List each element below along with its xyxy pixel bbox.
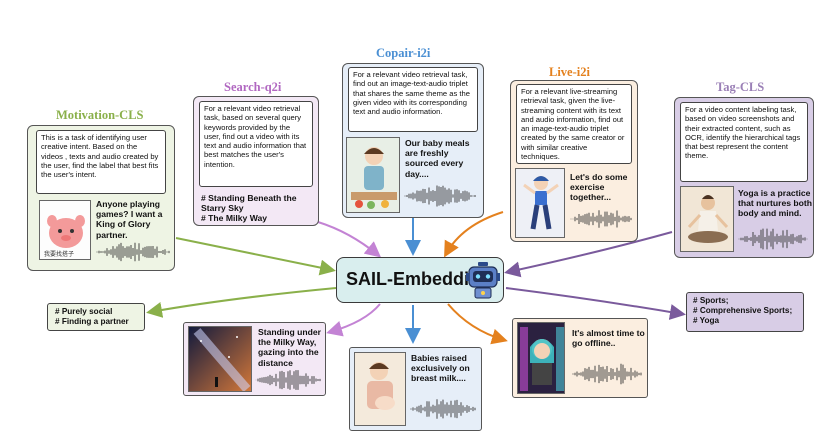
pink-mascot-image xyxy=(47,215,85,248)
arrow-tag-out xyxy=(505,287,686,320)
copair-prompt: For a relevant video retrieval task, fin… xyxy=(348,67,478,132)
tag-prompt: For a video content labeling task, based… xyxy=(680,102,808,182)
copair-title: Copair-i2i xyxy=(376,46,431,60)
tag-output-3: # Yoga xyxy=(693,316,720,325)
sail-embedding-hub: SAIL-Embedding xyxy=(336,257,504,303)
tag-output-box xyxy=(686,292,804,332)
hub-label: SAIL-Embedding xyxy=(346,269,491,289)
tag-output-2: # Comprehensive Sports; xyxy=(693,306,793,315)
live-caption: Let's do some exercise together... xyxy=(570,172,628,203)
copair-caption: Our baby meals are freshly sourced every… xyxy=(405,138,470,179)
motivation-caption: Anyone playing games? I want a King of G… xyxy=(96,199,163,240)
breastfeeding-image xyxy=(355,353,405,425)
robot-icon xyxy=(466,262,500,299)
arrow-motivation-in xyxy=(175,237,336,276)
arrow-live-out xyxy=(447,303,508,345)
exercise-girl-thumbnail xyxy=(515,168,565,238)
search-prompt: For a relevant video retrieval task, bas… xyxy=(199,101,313,187)
arrow-live-in xyxy=(444,211,504,258)
motivation-output-1: # Purely social xyxy=(55,307,113,316)
yoga-image xyxy=(681,187,733,251)
tag-caption: Yoga is a practice that nurtures both bo… xyxy=(738,188,812,219)
milky-way-image xyxy=(189,327,251,391)
live-output-caption: It's almost time to go offline.. xyxy=(572,328,645,349)
exercise-girl-image xyxy=(516,169,564,237)
livestream-girl-image xyxy=(518,323,564,393)
breastfeeding-thumbnail xyxy=(354,352,406,426)
yoga-thumbnail xyxy=(680,186,734,252)
motivation-prompt: This is a task of identifying user creat… xyxy=(36,130,166,194)
copair-output-caption: Babies raised exclusively on breast milk… xyxy=(411,353,470,384)
motivation-audio-waveform xyxy=(96,242,170,262)
milky-way-thumbnail xyxy=(188,326,252,392)
search-audio-waveform xyxy=(255,370,321,390)
pink-mascot-thumbnail: 我要找搭子 xyxy=(39,200,91,260)
arrow-search-in xyxy=(317,221,382,258)
search-title: Search-q2i xyxy=(224,80,282,94)
motivation-output-2: # Finding a partner xyxy=(55,317,129,326)
motivation-output-box xyxy=(47,303,145,331)
live-output-audio-waveform xyxy=(572,363,642,385)
cooking-mother-thumbnail xyxy=(346,137,400,213)
cooking-mother-image xyxy=(347,138,399,212)
motivation-title: Motivation-CLS xyxy=(56,108,144,122)
live-audio-waveform xyxy=(570,210,632,228)
copair-output-audio-waveform xyxy=(410,399,476,419)
search-output-caption: Standing under the Milky Way, gazing int… xyxy=(258,327,322,368)
thumbnail-watermark: 我要找搭子 xyxy=(44,251,75,258)
arrow-motivation-out xyxy=(146,287,337,318)
copair-audio-waveform xyxy=(404,185,476,207)
live-title: Live-i2i xyxy=(549,65,590,79)
tag-audio-waveform xyxy=(738,228,808,250)
arrow-tag-in xyxy=(504,231,673,278)
tag-output-1: # Sports; xyxy=(693,296,729,305)
search-query-keywords: # Standing Beneath the Starry Sky # The … xyxy=(201,193,297,224)
live-prompt: For a relevant live-streaming retrieval … xyxy=(516,84,632,164)
tag-title: Tag-CLS xyxy=(716,80,765,94)
livestream-girl-thumbnail xyxy=(517,322,565,394)
arrow-search-out xyxy=(326,303,381,337)
